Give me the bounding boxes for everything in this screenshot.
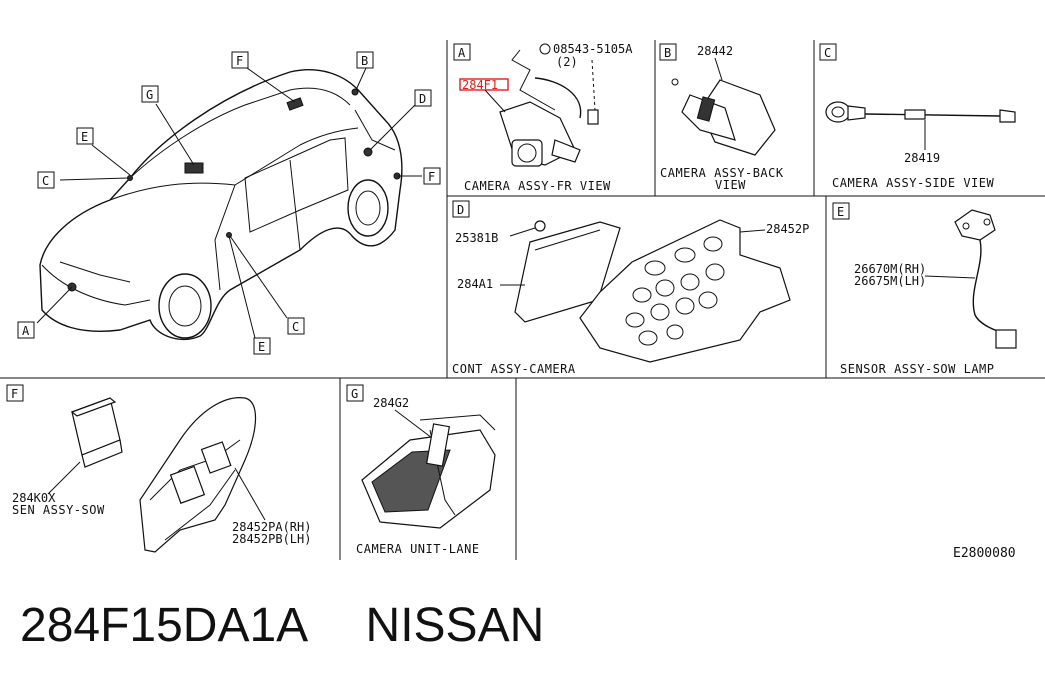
svg-text:SEN ASSY-SOW: SEN ASSY-SOW [12,503,105,517]
svg-text:G: G [351,387,358,401]
callout-f: F [236,54,243,68]
panel-b: B 28442 CAMERA ASSY-BACK VIEW [659,43,784,192]
panel-grid [0,40,1045,560]
callout-d: D [419,92,426,106]
svg-text:CAMERA UNIT-LANE: CAMERA UNIT-LANE [356,542,480,556]
callout-e2: E [258,340,265,354]
svg-text:CAMERA ASSY-SIDE VIEW: CAMERA ASSY-SIDE VIEW [832,176,994,190]
drawing-code: E2800080 [953,546,1016,561]
svg-text:25381B: 25381B [455,231,498,245]
svg-text:28442: 28442 [697,44,733,58]
panel-a: A 284F1 08543-5105A (2) CAMERA ASSY-FR V… [453,42,633,193]
svg-text:SENSOR ASSY-SOW LAMP: SENSOR ASSY-SOW LAMP [840,362,995,376]
svg-text:28419: 28419 [904,151,940,165]
callout-f2: F [428,170,435,184]
svg-text:E: E [837,205,844,219]
highlight-part-number: 284F1 [462,78,498,92]
svg-text:26675M(LH): 26675M(LH) [854,274,926,288]
svg-text:284A1: 284A1 [457,277,493,291]
part-number: 284F15DA1A [20,599,309,652]
svg-text:VIEW: VIEW [715,178,746,192]
callout-c2: C [292,320,299,334]
svg-text:28452PB(LH): 28452PB(LH) [232,532,311,546]
svg-text:(2): (2) [556,55,578,69]
callout-e: E [81,130,88,144]
svg-text:A: A [458,46,466,60]
callout-g: G [146,88,153,102]
overview-leaders [36,67,422,339]
callout-a: A [22,324,30,338]
caption-a: CAMERA ASSY-FR VIEW [464,179,611,193]
panel-c: C 28419 CAMERA ASSY-SIDE VIEW [819,43,1016,190]
panel-e: E 26670M(RH) 26675M(LH) SENSOR ASSY-SOW … [832,202,1017,376]
part-footer: 284F15DA1A NISSAN [20,598,588,653]
svg-text:28452P: 28452P [766,222,809,236]
overview-callouts: A C E G F B D F C E [17,51,441,355]
svg-text:CAMERA ASSY-BACK: CAMERA ASSY-BACK [660,166,784,180]
screw-part-number: 08543-5105A [553,42,633,56]
callout-b: B [361,54,368,68]
highlight-box [459,78,509,91]
panel-f: F 284K0X SEN ASSY-SOW 28452PA(RH) 28452P… [6,384,311,553]
vehicle-overview [39,69,403,341]
brand-name: NISSAN [365,599,545,652]
svg-text:C: C [824,46,831,60]
callout-c: C [42,174,49,188]
panel-g: G 284G2 CAMERA UNIT-LANE [346,384,496,556]
svg-text:26670M(RH): 26670M(RH) [854,262,926,276]
svg-text:B: B [664,46,671,60]
svg-text:F: F [11,387,18,401]
svg-text:28452PA(RH): 28452PA(RH) [232,520,311,534]
svg-text:CONT ASSY-CAMERA: CONT ASSY-CAMERA [452,362,576,376]
svg-text:D: D [457,203,464,217]
svg-text:284K0X: 284K0X [12,491,56,505]
svg-text:284G2: 284G2 [373,396,409,410]
panel-d: D 25381B 284A1 28452P CONT ASSY-CAMERA [452,200,809,376]
